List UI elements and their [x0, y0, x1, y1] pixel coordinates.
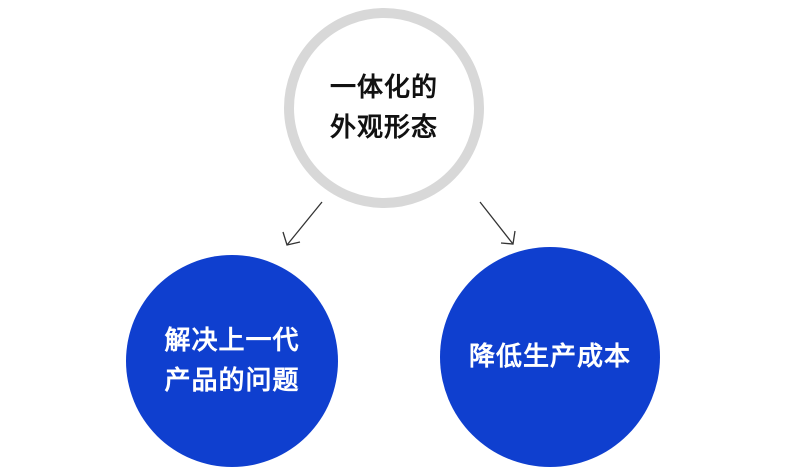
- right-arrow: [479, 201, 516, 245]
- left-node-line-2: 产品的问题: [164, 366, 300, 396]
- left-node-circle: 解决上一代 产品的问题: [126, 255, 338, 467]
- left-arrow: [282, 201, 323, 246]
- top-node-label: 一体化的 外观形态: [330, 68, 438, 148]
- right-node-circle: 降低生产成本: [440, 247, 660, 467]
- left-node-line-1: 解决上一代: [164, 326, 300, 356]
- right-node-line-1: 降低生产成本: [468, 342, 631, 372]
- left-node-label: 解决上一代 产品的问题: [164, 321, 299, 401]
- right-node-label: 降低生产成本: [469, 337, 631, 377]
- top-node-circle: 一体化的 外观形态: [284, 8, 484, 208]
- top-node-line-1: 一体化的: [329, 73, 438, 103]
- top-node-line-2: 外观形态: [329, 113, 438, 143]
